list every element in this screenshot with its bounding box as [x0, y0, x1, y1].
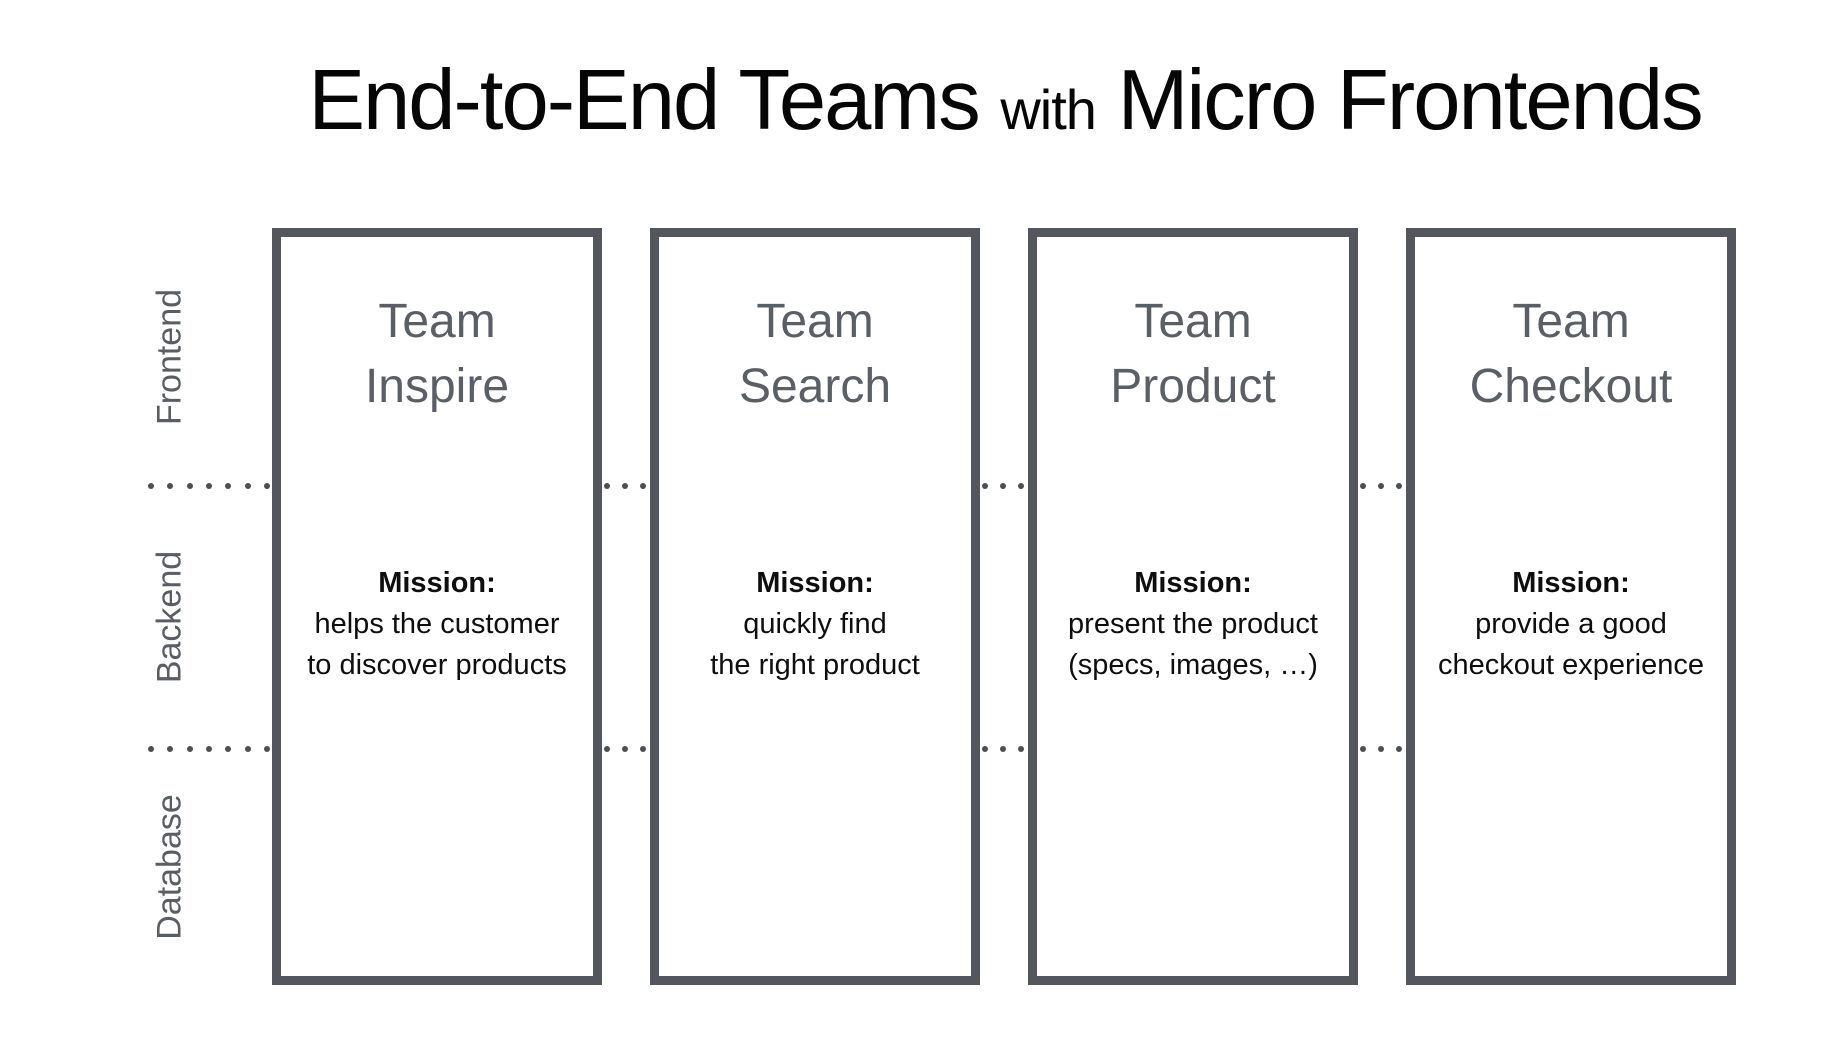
mission-label: Mission: [1512, 567, 1630, 599]
title-part1: End-to-End Teams [308, 53, 980, 148]
team-name: Team Search [659, 289, 971, 419]
team-mission: Mission: helps the customer to discover … [281, 563, 593, 686]
team-mission: Mission: quickly find the right product [659, 563, 971, 686]
frontend-backend-divider-segment [148, 483, 270, 489]
divider-dot [1000, 483, 1006, 489]
backend-database-divider-segment [148, 746, 270, 752]
frontend-backend-divider-segment [982, 483, 1024, 489]
team-mission: Mission: present the product (specs, ima… [1037, 563, 1349, 686]
title-connector: with [1000, 78, 1097, 141]
divider-dot [225, 746, 232, 752]
divider-dot [186, 746, 193, 752]
divider-dot [244, 746, 251, 752]
divider-dot [640, 746, 646, 752]
divider-dot [263, 483, 270, 489]
team-name-line: Team [378, 295, 496, 348]
divider-dot [1396, 746, 1402, 752]
divider-dot [186, 483, 193, 489]
divider-dot [982, 483, 988, 489]
mission-line: the right product [710, 649, 920, 681]
divider-dot [1396, 483, 1402, 489]
divider-dot [982, 746, 988, 752]
frontend-backend-divider-segment [604, 483, 646, 489]
divider-dot [640, 483, 646, 489]
team-box-inspire: Team Inspire Mission: helps the customer… [272, 228, 602, 985]
mission-line: to discover products [307, 649, 567, 681]
frontend-backend-divider-segment [1360, 483, 1402, 489]
team-name-line: Product [1110, 360, 1276, 413]
divider-dot [205, 483, 212, 489]
mission-line: present the product [1068, 608, 1318, 640]
team-name-line: Search [738, 360, 892, 413]
divider-dot [148, 746, 154, 752]
team-name-line: Team [756, 295, 874, 348]
team-name-line: Team [1134, 295, 1252, 348]
team-name-line: Inspire [364, 360, 510, 413]
divider-dot [604, 483, 610, 489]
team-name: Team Product [1037, 289, 1349, 419]
backend-database-divider-segment [1360, 746, 1402, 752]
backend-database-divider-segment [982, 746, 1024, 752]
divider-dot [205, 746, 212, 752]
divider-dot [622, 483, 628, 489]
mission-line: helps the customer [314, 608, 560, 640]
divider-dot [1378, 483, 1384, 489]
divider-dot [1360, 746, 1366, 752]
team-name: Team Inspire [281, 289, 593, 419]
divider-dot [622, 746, 628, 752]
divider-dot [244, 483, 251, 489]
mission-label: Mission: [378, 567, 496, 599]
divider-dot [604, 746, 610, 752]
mission-label: Mission: [1134, 567, 1252, 599]
layer-label-frontend: Frontend [150, 288, 189, 426]
divider-dot [1018, 483, 1024, 489]
team-box-product: Team Product Mission: present the produc… [1028, 228, 1358, 985]
divider-dot [167, 746, 174, 752]
divider-dot [167, 483, 174, 489]
divider-dot [1018, 746, 1024, 752]
title-part2: Micro Frontends [1117, 53, 1704, 148]
divider-dot [1360, 483, 1366, 489]
layer-label-database: Database [150, 794, 189, 940]
divider-dot [1378, 746, 1384, 752]
page-title: End-to-End Teams with Micro Frontends [170, 52, 1840, 150]
team-box-search: Team Search Mission: quickly find the ri… [650, 228, 980, 985]
mission-line: checkout experience [1438, 649, 1704, 681]
mission-line: (specs, images, …) [1068, 649, 1318, 681]
mission-label: Mission: [756, 567, 874, 599]
backend-database-divider-segment [604, 746, 646, 752]
layer-label-backend: Backend [150, 550, 189, 684]
divider-dot [263, 746, 270, 752]
team-name-line: Team [1512, 295, 1630, 348]
team-name-line: Checkout [1469, 360, 1673, 413]
divider-dot [225, 483, 232, 489]
team-name: Team Checkout [1415, 289, 1727, 419]
team-mission: Mission: provide a good checkout experie… [1415, 563, 1727, 686]
mission-line: provide a good [1475, 608, 1667, 640]
divider-dot [1000, 746, 1006, 752]
team-box-checkout: Team Checkout Mission: provide a good ch… [1406, 228, 1736, 985]
divider-dot [148, 483, 154, 489]
mission-line: quickly find [743, 608, 887, 640]
